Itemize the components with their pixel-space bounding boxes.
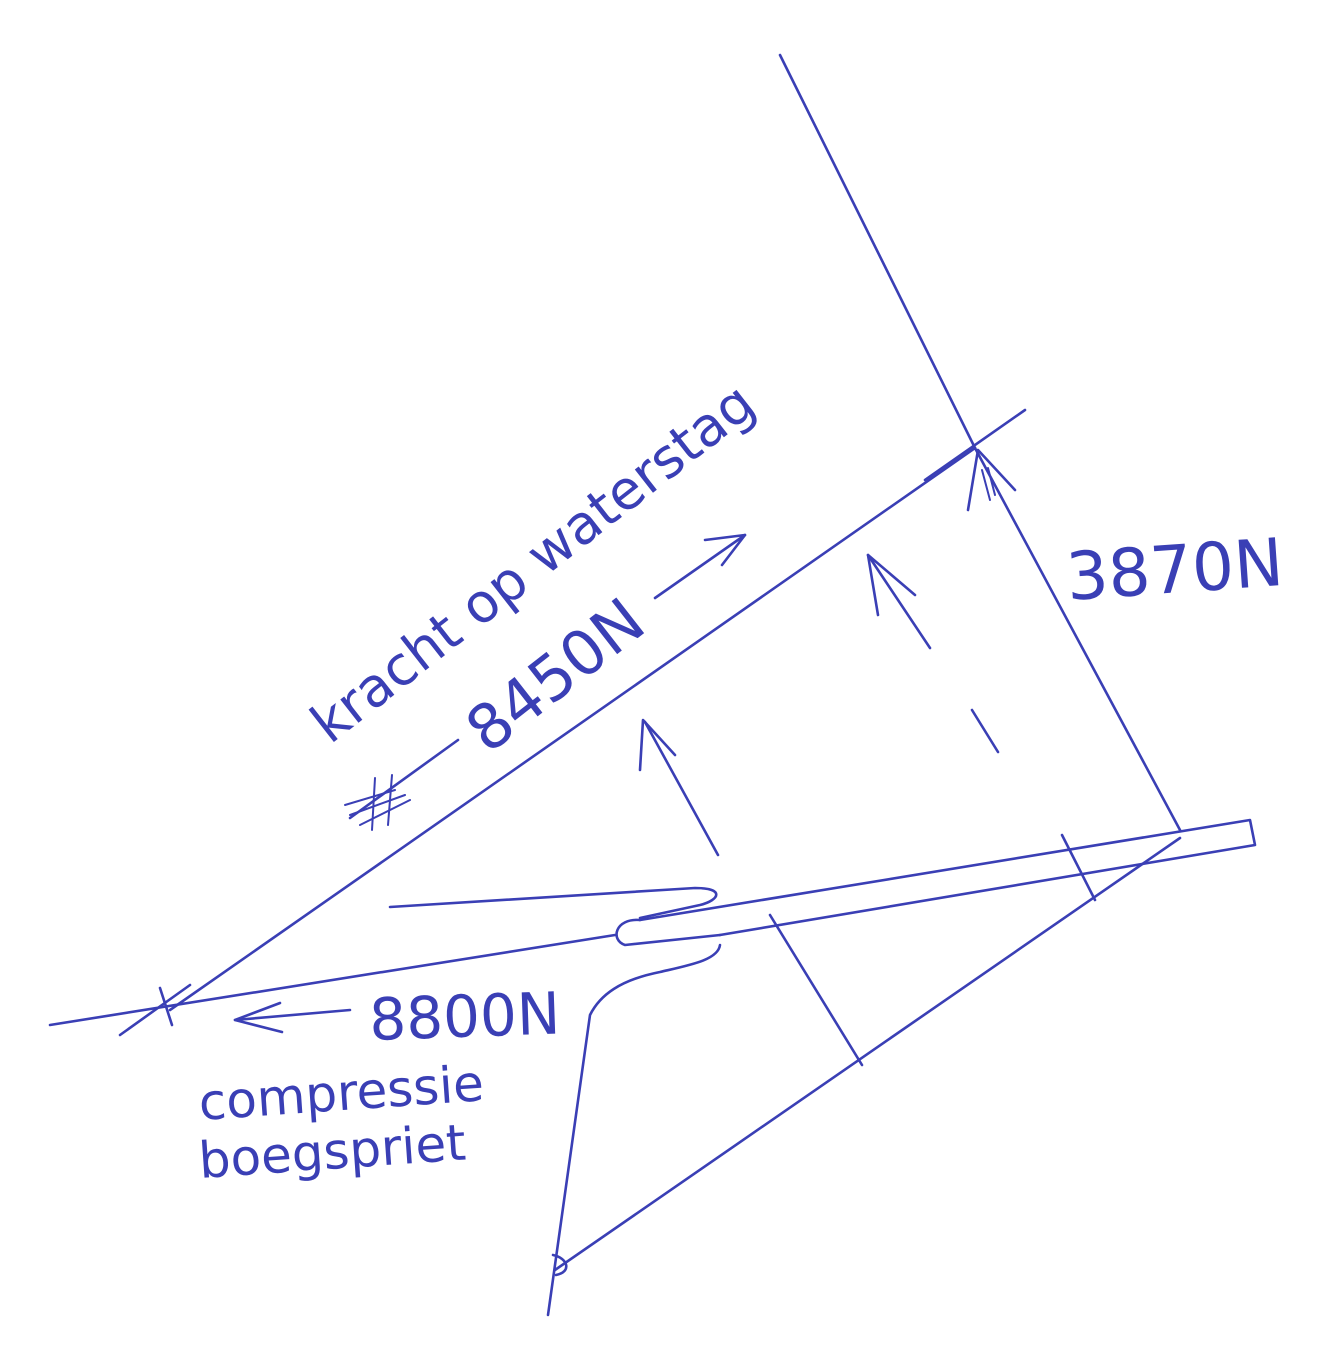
- bobstay-line: [553, 836, 1182, 1272]
- forestay-down-arrow-shaft: [348, 738, 460, 820]
- upper-stay-line: [778, 53, 977, 450]
- stem-ring: [551, 1253, 568, 1277]
- forestay-arrow-shaft: [653, 533, 747, 600]
- vertical-force-arrowhead: [966, 448, 1017, 512]
- bowsprit-bar: [638, 818, 1257, 937]
- lift-arrow-lower-head: [638, 718, 677, 772]
- construction-line-2: [1060, 833, 1097, 902]
- bowsprit-force-value: 8800N: [368, 979, 561, 1054]
- forestay-line: [168, 446, 977, 1012]
- upper-strut-line: [388, 886, 718, 920]
- forestay-down-arrow-hatch: [344, 774, 411, 831]
- compression-arrow-shaft: [233, 1008, 352, 1022]
- top-cross-tick: [923, 408, 1027, 482]
- vertical-force-line: [973, 446, 1182, 832]
- compression-arrow-head: [233, 1001, 284, 1034]
- forestay-arrow-head: [703, 533, 747, 567]
- stem-line: [546, 943, 722, 1317]
- lift-arrow-lower-shaft: [643, 720, 720, 857]
- arrowhead-shading: [981, 467, 996, 501]
- bottom-cross-b: [158, 986, 174, 1027]
- vertical-force-value: 3870N: [1064, 524, 1286, 616]
- construction-line-1: [768, 913, 864, 1067]
- bowsprit-axis-line: [48, 933, 617, 1027]
- lift-arrow-upper-head: [866, 553, 917, 617]
- construction-dash: [970, 708, 1000, 754]
- bowsprit-heel: [615, 918, 722, 947]
- bottom-cross-a: [118, 983, 192, 1037]
- lift-arrow-upper-shaft: [866, 553, 932, 650]
